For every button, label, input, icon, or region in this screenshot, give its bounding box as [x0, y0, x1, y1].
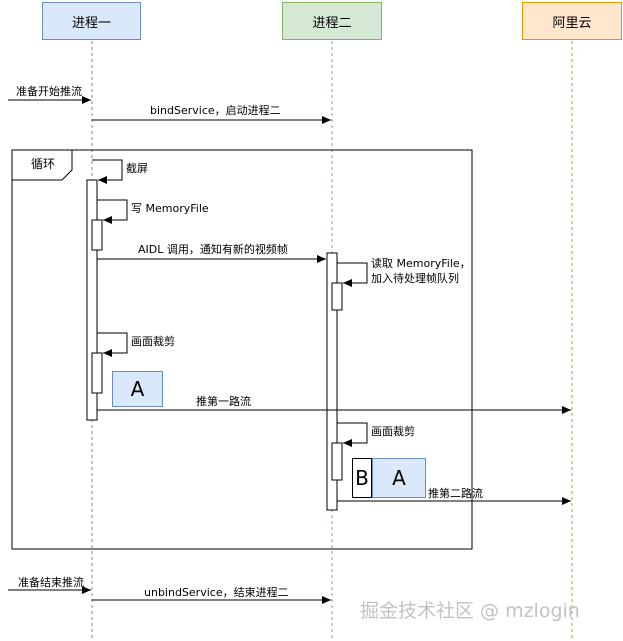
label-crop-one: 画面裁剪 — [131, 335, 175, 348]
arrow-screenshot — [92, 159, 123, 184]
label-aidl-call: AIDL 调用，通知有新的视频帧 — [138, 243, 288, 256]
frame-a-second: A — [372, 458, 426, 498]
label-push-first: 推第一路流 — [196, 395, 251, 408]
participant-process-one: 进程一 — [42, 2, 141, 40]
arrow-write-memoryfile — [97, 199, 128, 224]
participant-process-two: 进程二 — [282, 2, 382, 40]
label-bind-service: bindService，启动进程二 — [150, 104, 281, 117]
activation-p2-crop — [331, 442, 343, 481]
label-push-second: 推第二路流 — [428, 487, 483, 500]
label-write-memoryfile: 写 MemoryFile — [131, 202, 209, 215]
activation-p1-crop — [91, 352, 103, 394]
frame-b: B — [352, 458, 372, 498]
label-read-memoryfile-1: 读取 MemoryFile， — [371, 257, 471, 270]
label-read-memoryfile-2: 加入待处理帧队列 — [371, 272, 459, 285]
arrow-crop-one — [97, 332, 128, 357]
label-start-push: 准备开始推流 — [16, 85, 82, 98]
label-crop-two: 画面裁剪 — [371, 425, 415, 438]
label-screenshot: 截屏 — [126, 162, 148, 175]
watermark: 掘金技术社区 @ mzlogin — [360, 600, 580, 622]
activation-p1-main — [86, 179, 98, 421]
participant-aliyun: 阿里云 — [522, 2, 622, 40]
label-end-push: 准备结束推流 — [18, 576, 84, 589]
activation-p2-main — [326, 252, 338, 511]
activation-p1-write — [91, 219, 103, 251]
frame-a-first: A — [112, 371, 163, 407]
loop-frame — [11, 149, 473, 550]
label-unbind-service: unbindService，结束进程二 — [144, 586, 289, 599]
activation-p2-read — [331, 282, 343, 311]
arrow-read-memoryfile — [337, 262, 368, 287]
arrow-crop-two — [337, 422, 368, 447]
loop-label: 循环 — [31, 157, 56, 171]
loop-tab — [11, 149, 73, 181]
